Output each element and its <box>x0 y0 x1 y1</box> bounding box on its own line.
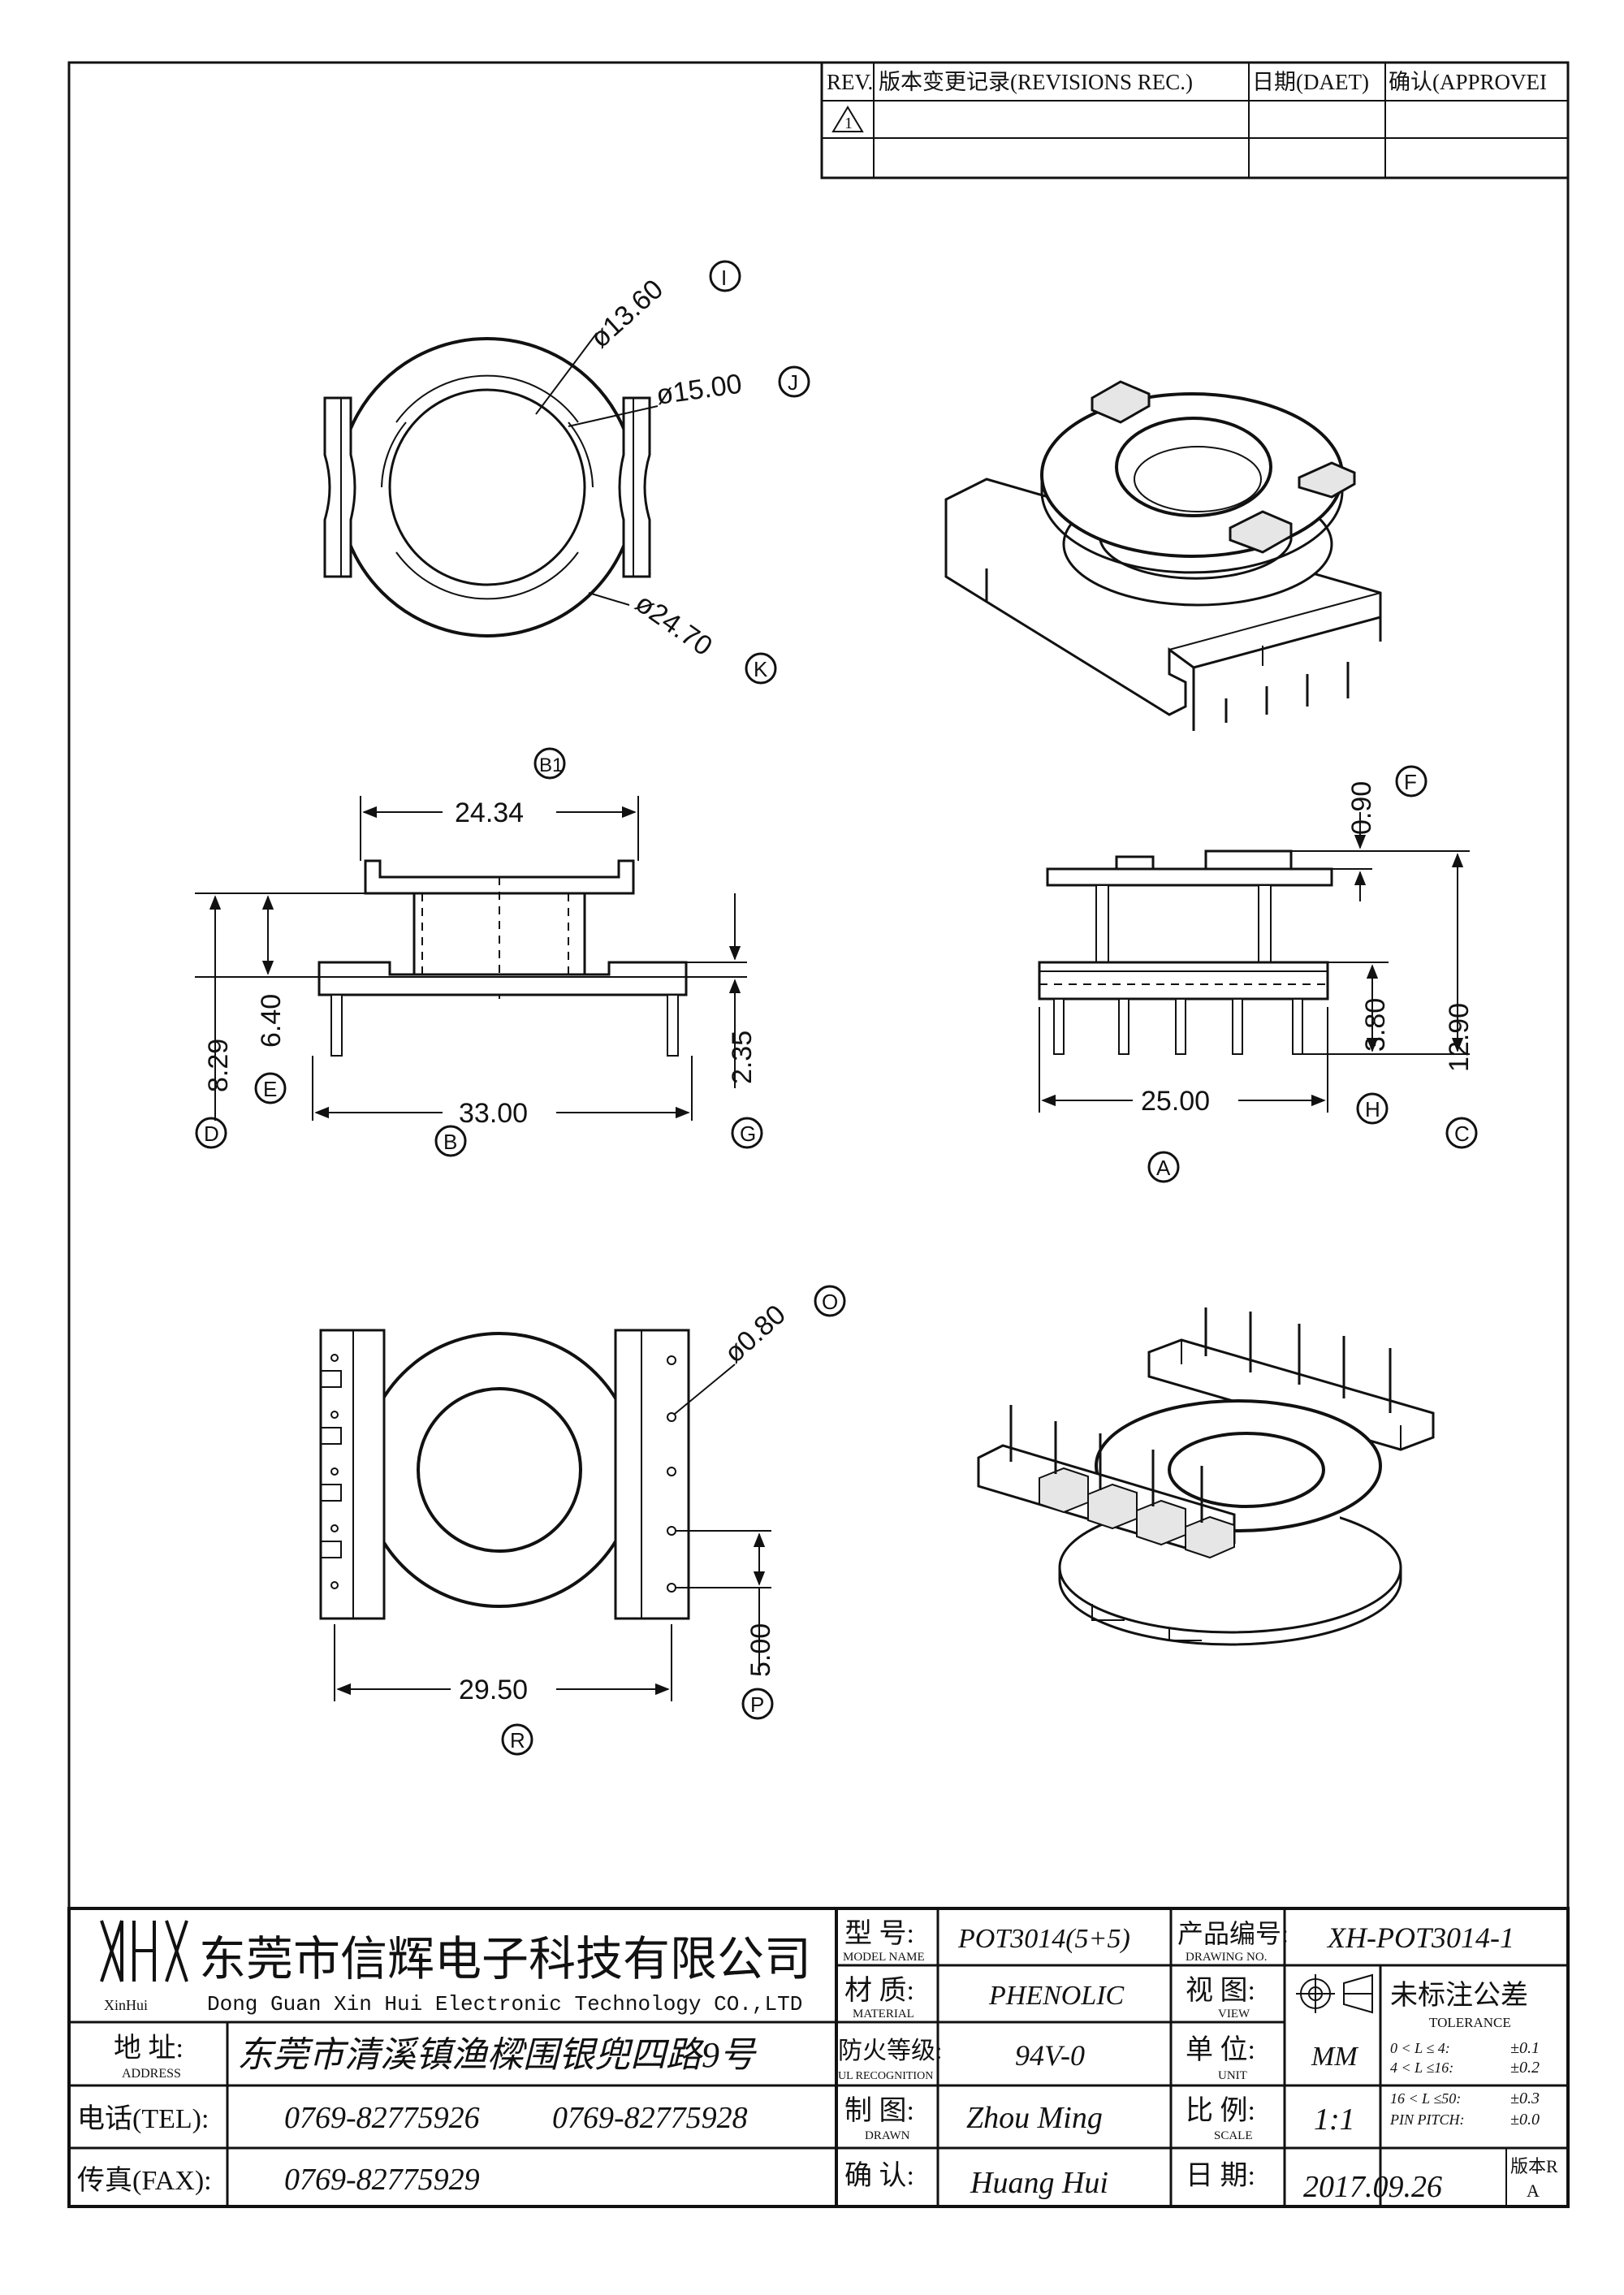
drawing-no-value: XH-POT3014-1 <box>1326 1921 1514 1954</box>
callout-c: C <box>1454 1122 1470 1146</box>
address-label: 地 址: <box>114 2033 184 2064</box>
callout-g: G <box>740 1122 756 1146</box>
logo-name: XinHui <box>104 1997 148 2013</box>
model-value: POT3014(5+5) <box>957 1924 1130 1954</box>
address-label-en: ADDRESS <box>122 2067 181 2081</box>
tolerance-row-value: ±0.2 <box>1510 2059 1540 2077</box>
callout-o: O <box>822 1290 838 1314</box>
tel-2: 0769-82775928 <box>552 2101 748 2135</box>
tolerance-row-value: ±0.1 <box>1510 2039 1540 2057</box>
date-label: 日 期: <box>1186 2161 1255 2191</box>
top-view: ø13.60 ø15.00 ø24.70 I J K <box>323 260 810 685</box>
unit-value: MM <box>1311 2042 1358 2072</box>
dim-width-r: 29.50 <box>459 1675 528 1705</box>
callout-b1: B1 <box>539 754 563 776</box>
date-header: 日期(DAET) <box>1252 70 1369 94</box>
dim-height-e: 6.40 <box>256 994 287 1048</box>
dim-width-b1: 24.34 <box>455 797 524 828</box>
company-name-cn: 东莞市信辉电子科技有限公司 <box>199 1933 811 1986</box>
tel-1: 0769-82775926 <box>284 2101 480 2135</box>
company-logo: XinHui <box>100 1920 188 2013</box>
dim-width-a: 25.00 <box>1141 1086 1210 1117</box>
address-value: 东莞市清溪镇渔樑围银兜四路9号 <box>237 2035 757 2075</box>
view-label-en: VIEW <box>1218 2008 1250 2021</box>
side-view: 0.90 F 3.80 H 12.90 C 25.00 A <box>1038 765 1478 1183</box>
drawing-frame <box>67 61 1570 2208</box>
tolerance-row-value: ±0.3 <box>1510 2090 1540 2107</box>
scale-value: 1:1 <box>1314 2103 1355 2137</box>
tolerance-row-range: 16 < L ≤50: <box>1390 2090 1461 2107</box>
drawn-label-en: DRAWN <box>865 2129 910 2142</box>
confirm-label: 确 认: <box>844 2160 914 2191</box>
dim-diameter-j: ø15.00 <box>654 369 744 411</box>
date-value: 2017.09.26 <box>1303 2170 1442 2204</box>
view-label: 视 图: <box>1186 1976 1255 2006</box>
callout-i: I <box>721 266 727 290</box>
approve-header: 确认(APPROVEI <box>1389 70 1547 94</box>
drawn-value: Zhou Ming <box>966 2101 1103 2135</box>
material-value: PHENOLIC <box>988 1981 1125 2011</box>
dim-height-c: 12.90 <box>1444 1003 1475 1072</box>
callout-k: K <box>754 657 768 681</box>
fax-value: 0769-82775929 <box>284 2163 480 2197</box>
revisions-header: 版本变更记录(REVISIONS REC.) <box>879 70 1193 94</box>
callout-b: B <box>443 1130 457 1154</box>
tolerance-title: 未标注公差 <box>1390 1980 1528 2011</box>
version-label: 版本R <box>1510 2156 1558 2176</box>
callout-p: P <box>750 1692 764 1717</box>
callout-f: F <box>1404 770 1417 794</box>
tel-label: 电话(TEL): <box>77 2103 209 2134</box>
callout-a: A <box>1156 1156 1171 1180</box>
tolerance-row-range: 0 < L ≤ 4: <box>1390 2040 1450 2056</box>
iso-view-top <box>944 380 1382 731</box>
tolerance-row-range: 4 < L ≤16: <box>1390 2059 1453 2076</box>
material-label-en: MATERIAL <box>853 2008 914 2021</box>
revision-table: REV. 版本变更记录(REVISIONS REC.) 日期(DAET) 确认(… <box>820 61 1570 179</box>
drawing-no-label-en: DRAWING NO. <box>1186 1951 1267 1964</box>
confirm-value: Huang Hui <box>970 2166 1108 2200</box>
dim-diameter-o: ø0.80 <box>719 1299 792 1369</box>
model-label: 型 号: <box>844 1919 914 1949</box>
dim-height-d: 8.29 <box>203 1039 234 1092</box>
projection-symbol-icon <box>1296 1973 1373 2014</box>
ul-value: 94V-0 <box>1015 2039 1085 2072</box>
scale-label: 比 例: <box>1186 2096 1255 2126</box>
dim-width-b: 33.00 <box>459 1098 528 1129</box>
bottom-view: ø0.80 O 5.00 P 29.50 R <box>319 1285 846 1756</box>
callout-d: D <box>204 1122 219 1146</box>
callout-j: J <box>788 370 798 395</box>
callout-r: R <box>510 1728 525 1753</box>
model-label-en: MODEL NAME <box>843 1951 925 1964</box>
dim-height-f: 0.90 <box>1346 781 1377 835</box>
scale-label-en: SCALE <box>1214 2129 1253 2142</box>
drawing-no-label: 产品编号: <box>1177 1919 1289 1948</box>
material-label: 材 质: <box>844 1975 914 2006</box>
dim-height-h: 3.80 <box>1360 998 1391 1052</box>
dim-diameter-i: ø13.60 <box>585 274 669 354</box>
title-block: XinHui 东莞市信辉电子科技有限公司 Dong Guan Xin Hui E… <box>67 1907 1570 2208</box>
dim-height-g: 2.35 <box>727 1031 758 1084</box>
company-name-en: Dong Guan Xin Hui Electronic Technology … <box>207 1992 802 2016</box>
drawn-label: 制 图: <box>844 2096 914 2126</box>
dim-diameter-k: ø24.70 <box>629 587 718 662</box>
ul-label: 防火等级: <box>838 2038 942 2064</box>
tolerance-row-range: PIN PITCH: <box>1389 2111 1465 2128</box>
unit-label: 单 位: <box>1186 2034 1255 2065</box>
callout-h: H <box>1365 1097 1380 1122</box>
dim-pitch-p: 5.00 <box>745 1623 776 1677</box>
fax-label: 传真(FAX): <box>77 2165 212 2196</box>
revision-number: 1 <box>844 115 853 132</box>
version-value: A <box>1527 2180 1540 2201</box>
revision-triangle-icon <box>831 106 864 132</box>
iso-view-bottom <box>977 1307 1435 1646</box>
front-view: 24.34 B1 8.29 D 6.40 E 33.00 B 2.35 G <box>195 747 763 1157</box>
unit-label-en: UNIT <box>1218 2069 1247 2082</box>
tolerance-row-value: ±0.0 <box>1510 2111 1540 2129</box>
ul-label-en: UL RECOGNITION <box>838 2070 933 2082</box>
tolerance-title-en: TOLERANCE <box>1429 2015 1511 2030</box>
rev-header: REV. <box>827 70 873 94</box>
callout-e: E <box>263 1077 277 1101</box>
